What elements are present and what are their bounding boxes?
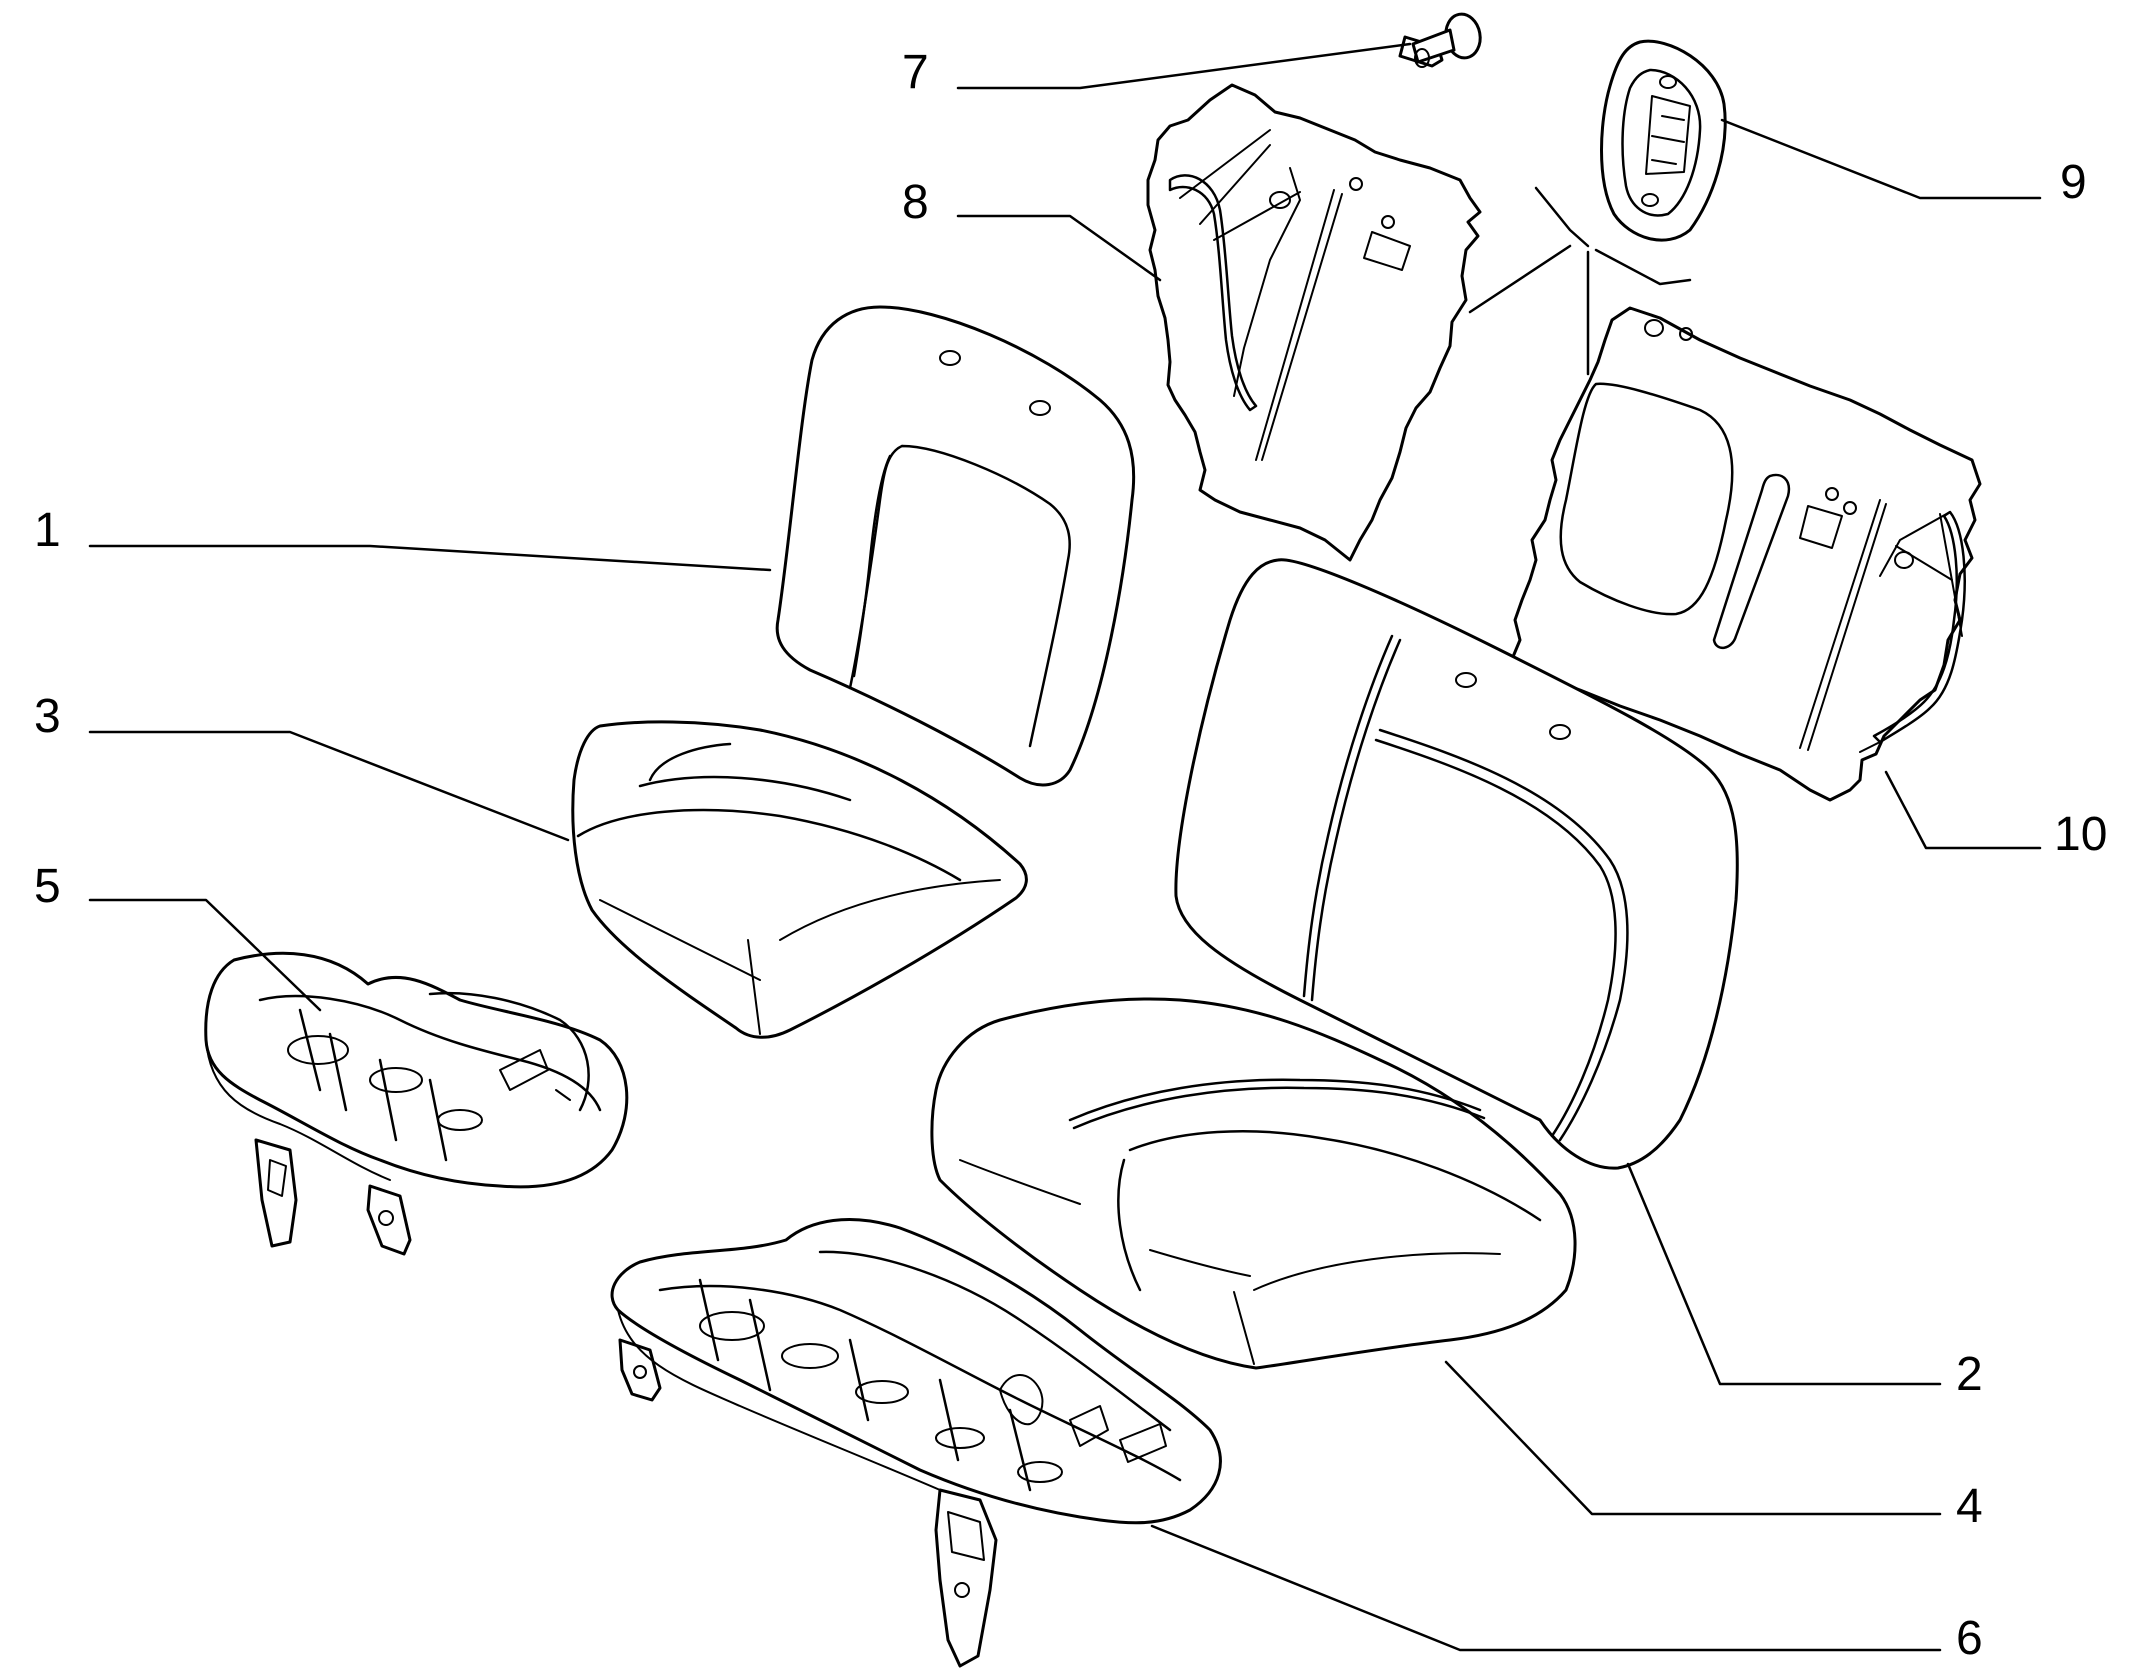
leader-1 [88,544,772,572]
callout-8: 8 [902,176,929,229]
leader-9 [1720,118,2042,200]
leader-7 [956,42,1412,90]
part-5-left-seat-frame [204,951,629,1256]
part-1-left-backrest [775,305,1136,787]
leader-3 [88,730,570,842]
part-8-left-backrest-panel [1146,83,1482,562]
leader-2 [1626,1162,1942,1386]
assembly-direction-lines [1468,186,1692,376]
callout-3: 3 [34,690,61,743]
part-7-pin [1398,12,1482,68]
part-9-latch-trim [1600,39,1727,242]
callout-2: 2 [1956,1348,1983,1401]
callout-1: 1 [34,504,61,557]
leader-8 [956,214,1162,282]
part-6-right-seat-frame [610,1218,1222,1668]
leader-4 [1444,1360,1942,1516]
callout-9: 9 [2060,156,2087,209]
part-4-right-seat-cushion [930,997,1577,1370]
leader-6 [1150,1524,1942,1652]
part-10-right-backrest-panel [1508,306,1982,802]
callout-4: 4 [1956,1480,1983,1533]
leader-5 [88,898,322,1012]
leader-lines [88,42,2042,1652]
callout-labels: 1 3 5 7 8 9 10 2 4 6 [34,46,2107,1665]
callout-5: 5 [34,860,61,913]
callout-10: 10 [2054,808,2107,861]
part-3-left-seat-cushion [571,720,1028,1039]
leader-10 [1884,770,2042,850]
part-2-right-backrest [1174,558,1739,1170]
callout-7: 7 [902,46,929,99]
callout-6: 6 [1956,1612,1983,1665]
